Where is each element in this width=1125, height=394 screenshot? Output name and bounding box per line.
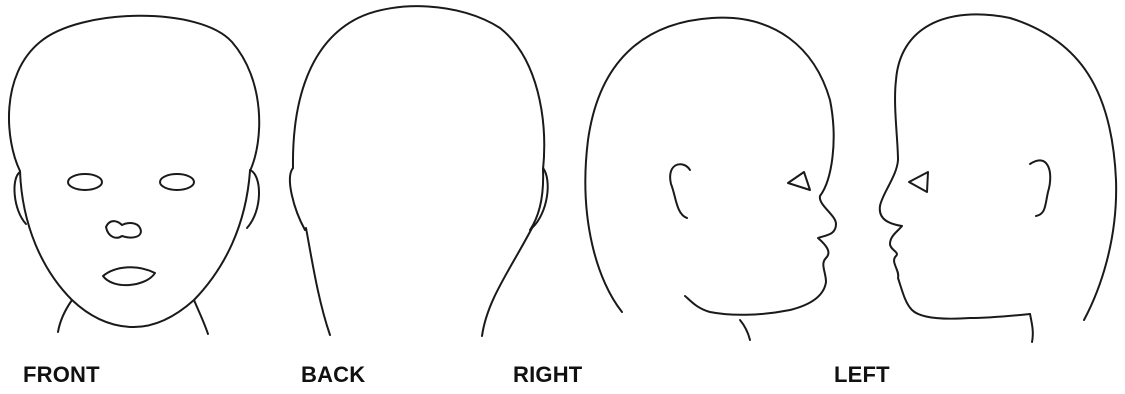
back-head-outline xyxy=(293,6,544,230)
label-right: RIGHT xyxy=(513,363,582,387)
front-mouth xyxy=(103,267,155,285)
left-head-outline xyxy=(880,14,1116,320)
back-neck-left xyxy=(306,228,330,335)
front-head xyxy=(9,16,259,334)
left-eye xyxy=(909,172,928,192)
right-eye xyxy=(788,172,810,190)
front-neck-left xyxy=(58,300,72,332)
right-neck xyxy=(740,320,750,340)
front-neck-right xyxy=(194,300,208,334)
label-left: LEFT xyxy=(834,363,890,387)
front-nose xyxy=(106,221,141,238)
left-head xyxy=(880,14,1116,342)
front-left-eye xyxy=(68,174,102,190)
back-right-ear xyxy=(532,168,548,228)
label-front: FRONT xyxy=(23,363,100,387)
right-head xyxy=(585,18,836,340)
back-neck-right xyxy=(482,228,532,336)
right-ear xyxy=(670,164,690,218)
right-head-outline xyxy=(585,18,836,315)
left-neck xyxy=(1030,314,1033,342)
left-ear xyxy=(1030,160,1050,216)
back-head xyxy=(290,6,548,336)
front-right-eye xyxy=(160,174,194,190)
label-back: BACK xyxy=(301,363,365,387)
back-left-ear xyxy=(290,168,305,230)
